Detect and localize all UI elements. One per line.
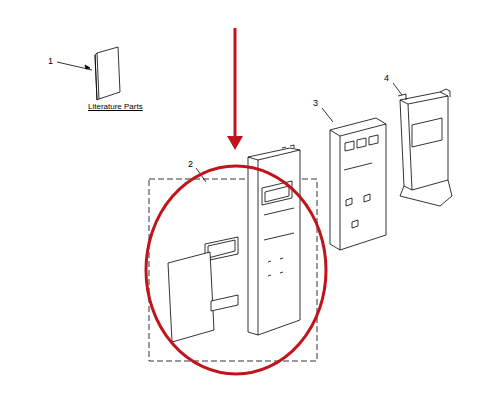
leader-line [393, 83, 402, 95]
leader-head [85, 65, 90, 69]
literature-book [95, 47, 120, 100]
highlight [146, 28, 326, 374]
callout-number: 2 [188, 160, 193, 169]
part-name: Literature Parts [88, 103, 143, 111]
leader-line [57, 62, 92, 70]
strip [211, 295, 238, 311]
callout-number: 4 [384, 74, 389, 83]
window-inner [208, 240, 235, 258]
control-panel [248, 145, 300, 335]
callout-number: 1 [48, 57, 53, 66]
callout-number: 3 [313, 99, 318, 108]
mounting-bracket [398, 89, 452, 206]
control-frame [330, 118, 386, 250]
membrane-sheet [168, 252, 214, 342]
leader-line [322, 108, 333, 122]
